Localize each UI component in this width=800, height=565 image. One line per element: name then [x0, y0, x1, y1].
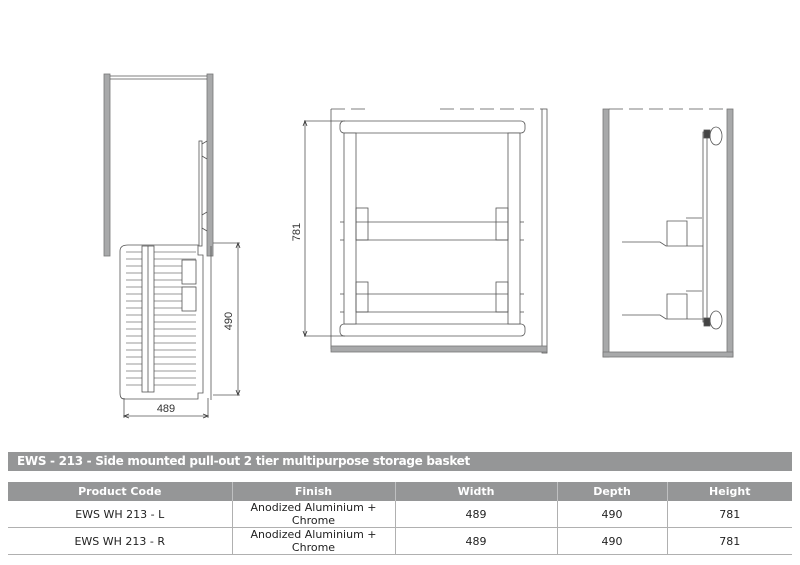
width-cell: 489: [395, 501, 558, 528]
plan-view: [103, 73, 241, 419]
product-spec-table: Product Code Finish Width Depth Height E…: [8, 482, 792, 555]
side-section: [602, 108, 734, 358]
technical-drawing: 489 490 781: [103, 73, 734, 419]
table-row: EWS WH 213 - L Anodized Aluminium + Chro…: [8, 501, 792, 528]
finish-cell: Anodized Aluminium + Chrome: [232, 527, 396, 555]
depth-dimension: 490: [223, 312, 235, 330]
column-header-height: Height: [667, 482, 792, 501]
depth-cell: 490: [557, 501, 668, 528]
width-dimension: 489: [157, 403, 175, 415]
front-shelves: [340, 207, 524, 313]
column-header-product-code: Product Code: [8, 482, 233, 501]
height-cell: 781: [667, 527, 792, 555]
table-row: EWS WH 213 - R Anodized Aluminium + Chro…: [8, 527, 792, 555]
front-view: [302, 108, 548, 354]
basket-wires: [126, 251, 196, 386]
column-header-width: Width: [395, 482, 558, 501]
table-header-row: Product Code Finish Width Depth Height: [8, 482, 792, 501]
column-header-depth: Depth: [557, 482, 668, 501]
height-dimension: 781: [291, 223, 303, 241]
product-code-cell: EWS WH 213 - R: [8, 527, 233, 555]
width-cell: 489: [395, 527, 558, 555]
finish-cell: Anodized Aluminium + Chrome: [232, 501, 396, 528]
column-header-finish: Finish: [232, 482, 396, 501]
height-cell: 781: [667, 501, 792, 528]
depth-cell: 490: [557, 527, 668, 555]
product-title: EWS - 213 - Side mounted pull-out 2 tier…: [8, 452, 792, 471]
product-code-cell: EWS WH 213 - L: [8, 501, 233, 528]
